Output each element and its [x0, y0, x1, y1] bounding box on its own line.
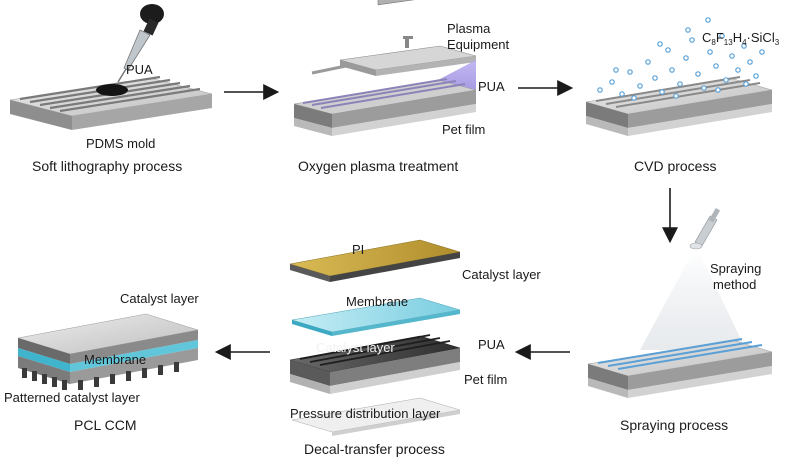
membrane-decal-label: Membrane	[346, 294, 408, 309]
pet-film-decal-label: Pet film	[464, 372, 507, 387]
chem-f: F	[716, 30, 724, 45]
pua-drop	[96, 84, 128, 96]
pi-label: PI	[352, 242, 364, 257]
spraying-method-label-1: Spraying	[710, 261, 761, 276]
dropper-icon	[117, 4, 164, 83]
catalyst-layer-ccm-label: Catalyst layer	[120, 291, 199, 306]
chem-c: C	[702, 30, 711, 45]
step3-caption: CVD process	[634, 158, 716, 174]
plasma-equipment-label-2: Equipment	[447, 37, 510, 52]
step6-pcl-ccm: Catalyst layer Membrane Patterned cataly…	[4, 291, 199, 433]
spray-gun-icon	[689, 207, 721, 250]
pdms-mold-label: PDMS mold	[86, 136, 155, 151]
patterned-catalyst-label: Patterned catalyst layer	[4, 390, 141, 405]
chem-4: 4	[742, 38, 747, 47]
chem-h: H	[733, 30, 742, 45]
chemical-formula: C8F13H4·SiCl3	[702, 30, 780, 47]
membrane-ccm-label: Membrane	[84, 352, 146, 367]
chem-8: 8	[711, 38, 716, 47]
pua-decal-label: PUA	[478, 337, 505, 352]
ccm-block	[17, 313, 199, 390]
spray-block	[587, 338, 773, 398]
catalyst-layer-top-label: Catalyst layer	[462, 267, 541, 282]
pua-dropper-label: PUA	[126, 62, 153, 77]
step3-cvd: C8F13H4·SiCl3 CVD process	[585, 17, 780, 174]
pi-catalyst-sheet	[289, 239, 461, 282]
step1-caption: Soft lithography process	[32, 158, 182, 174]
plasma-equipment-label-1: Plasma	[447, 21, 491, 36]
chem-3: 3	[775, 38, 780, 47]
membrane-sheet	[291, 297, 461, 336]
plasma-equipment-icon	[311, 0, 477, 76]
chem-sicl: ·SiCl	[747, 30, 775, 45]
pua-plasma-label: PUA	[478, 79, 505, 94]
step1-soft-lithography: PUA PDMS mold Soft lithography process	[9, 4, 213, 174]
pua-on-pet-block	[293, 78, 477, 136]
step4-spraying: Spraying method Spraying process	[587, 207, 773, 433]
spray-cone	[640, 250, 746, 350]
pet-film-plasma-label: Pet film	[442, 122, 485, 137]
cvd-block	[585, 76, 773, 136]
pressure-distribution-sheet	[291, 397, 461, 436]
step4-caption: Spraying process	[620, 417, 728, 433]
chem-13: 13	[724, 38, 733, 47]
spraying-method-label-2: method	[713, 277, 756, 292]
catalyst-layer-decal-label: Catalyst layer	[316, 340, 395, 355]
pressure-distribution-label: Pressure distribution layer	[290, 406, 441, 421]
catalyst-pua-pet-block	[289, 334, 461, 394]
step6-caption: PCL CCM	[74, 417, 137, 433]
step5-caption: Decal-transfer process	[304, 441, 445, 457]
step2-caption: Oxygen plasma treatment	[298, 158, 458, 174]
cvd-molecules	[597, 17, 765, 101]
step5-decal-transfer: PI Catalyst layer Membrane Catalyst laye…	[289, 239, 541, 457]
step2-oxygen-plasma: Plasma Equipment PUA Pet film Oxygen pla…	[293, 0, 510, 174]
